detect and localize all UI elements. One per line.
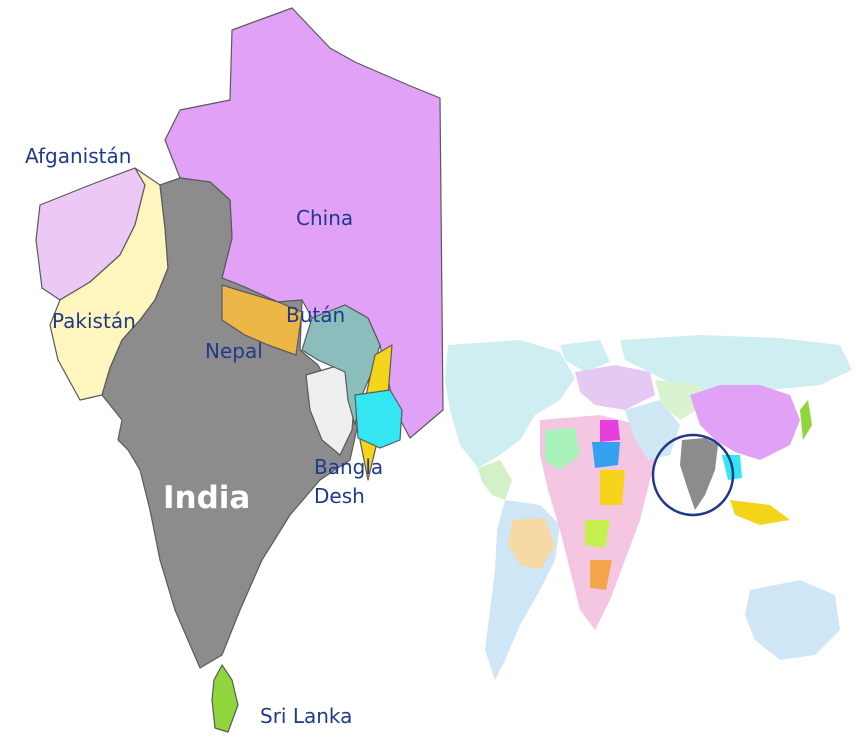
world-russia xyxy=(620,335,852,392)
world-central-america xyxy=(478,460,512,500)
world-india xyxy=(680,438,718,510)
world-africa-blue xyxy=(592,442,620,468)
region-sri-lanka xyxy=(211,664,239,733)
region-india xyxy=(101,177,361,669)
highlight-circle xyxy=(651,433,735,517)
world-africa-yellow xyxy=(600,470,625,505)
world-china xyxy=(690,385,800,460)
region-laos-cambodia xyxy=(354,389,403,449)
world-africa-west xyxy=(545,428,580,470)
label-bangladesh-line1: Bangla xyxy=(314,455,383,479)
world-australia xyxy=(745,580,840,660)
label-sri-lanka: Sri Lanka xyxy=(260,704,352,728)
world-brazil xyxy=(508,518,555,570)
world-greenland xyxy=(560,340,610,372)
world-africa-lime xyxy=(585,520,610,548)
label-china: China xyxy=(296,206,353,230)
world-africa-orange xyxy=(590,560,612,590)
label-nepal: Nepal xyxy=(205,339,263,363)
label-bangladesh-line2: Desh xyxy=(314,484,365,508)
region-nepal xyxy=(221,284,303,356)
label-india: India xyxy=(163,480,250,516)
label-bhutan: Bután xyxy=(286,303,345,327)
label-afghanistan: Afganistán xyxy=(25,144,131,168)
world-africa-magenta xyxy=(600,420,620,442)
world-indonesia xyxy=(730,500,790,525)
world-central-asia xyxy=(655,380,705,420)
world-map xyxy=(445,335,852,680)
label-pakistan: Pakistán xyxy=(52,309,136,333)
world-north-america xyxy=(445,340,575,468)
world-japan xyxy=(800,400,812,440)
regional-map: Afganistán China Pakistán Bután Nepal In… xyxy=(25,7,444,733)
world-europe xyxy=(575,365,655,410)
